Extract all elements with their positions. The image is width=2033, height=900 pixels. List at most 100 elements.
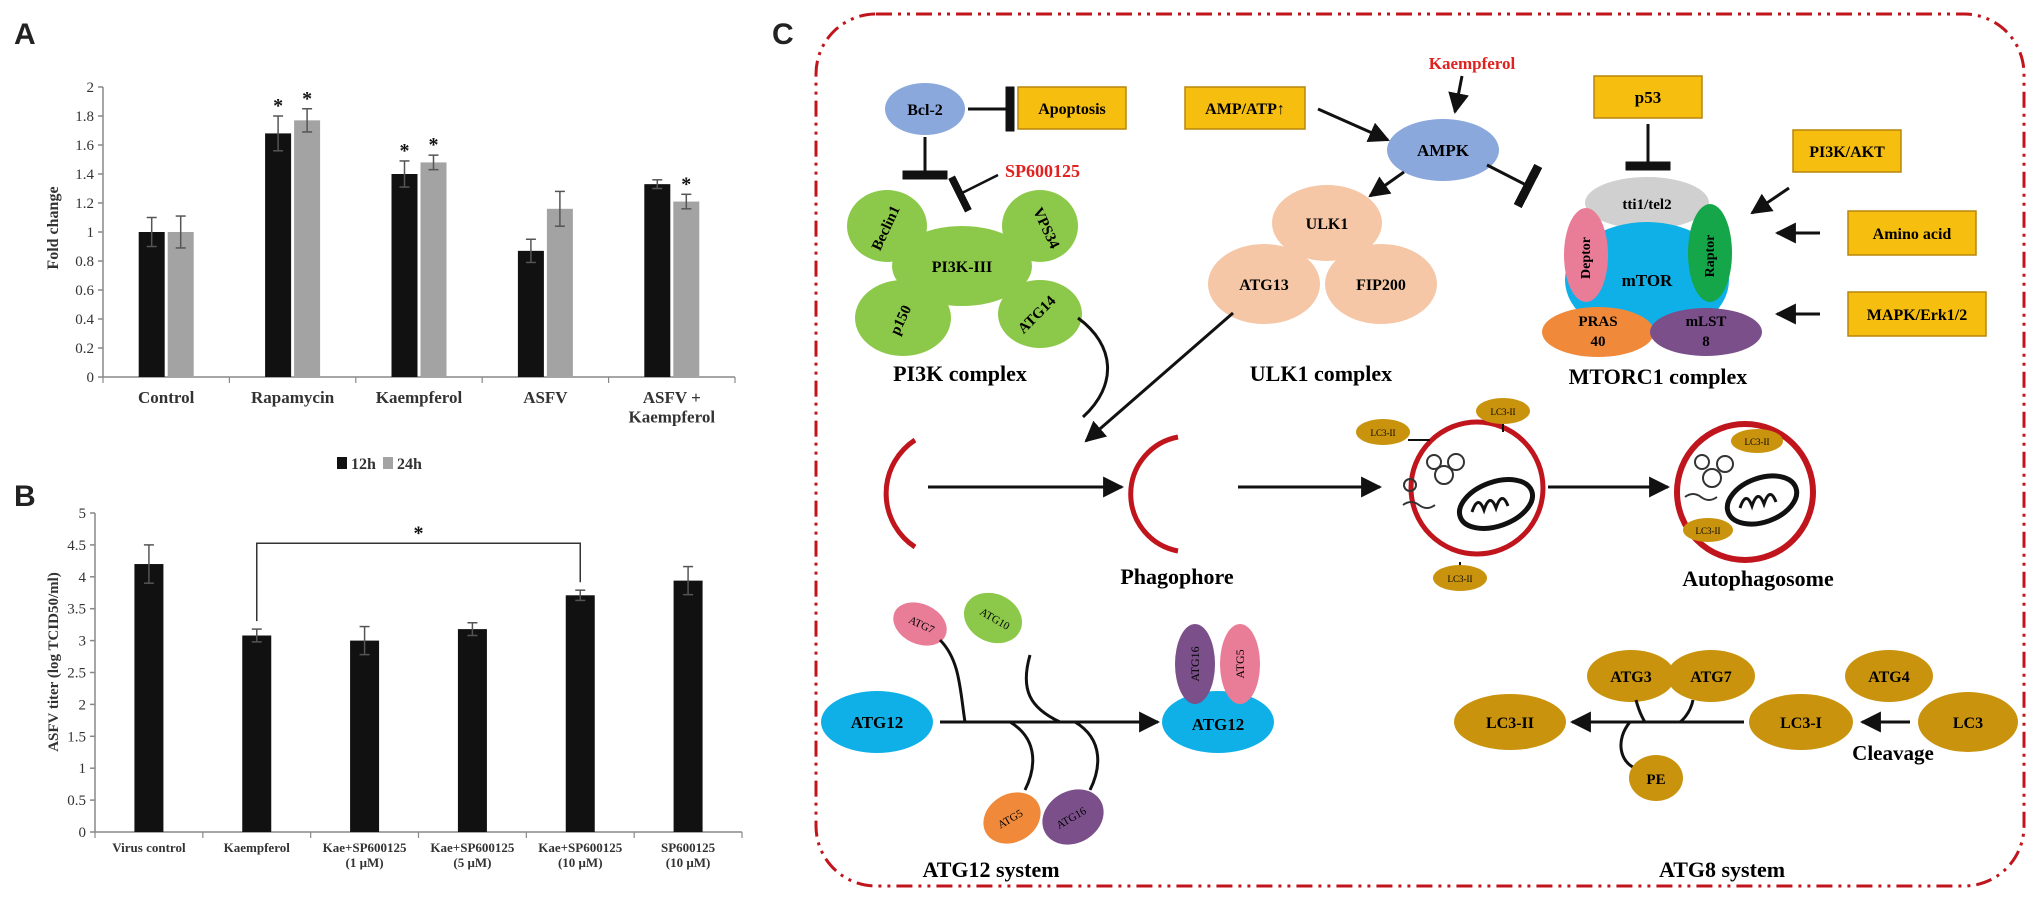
bar <box>673 580 703 832</box>
significance-star: * <box>302 88 312 110</box>
atg7-e1-node <box>1667 650 1755 702</box>
lc3ii-marker-label: LC3-II <box>1745 437 1770 447</box>
bar <box>167 232 194 377</box>
apoptosis-label: Apoptosis <box>1038 101 1106 118</box>
lc3ii-marker-label: LC3-II <box>1696 526 1721 536</box>
y-tick-label: 0.8 <box>75 254 94 270</box>
phagophore-label: Phagophore <box>1120 564 1234 589</box>
amino-acid-box <box>1847 210 1977 256</box>
significance-star: * <box>681 173 691 195</box>
y-tick-label: 1 <box>87 225 95 241</box>
bar <box>294 120 321 377</box>
ulk1-to-phagophore-arrow <box>1084 311 1234 443</box>
y-tick-label: 4.5 <box>67 538 86 554</box>
chart-b-ylabel: ASFV titer (log TCID50/ml) <box>46 572 62 752</box>
diagram-border <box>814 12 2026 888</box>
x-tick-label: Kaempferol <box>224 840 291 855</box>
lc3ii-marker-label: LC3-II <box>1491 407 1516 417</box>
lc3-node <box>1918 692 2018 752</box>
lc3ii-product-label: LC3-II <box>1486 715 1534 732</box>
atg12-substrate-label: ATG12 <box>851 713 904 732</box>
atg5-conjugate-label: ATG5 <box>1233 649 1247 678</box>
cleavage-label: Cleavage <box>1852 741 1934 765</box>
x-tick-label: Rapamycin <box>251 388 335 407</box>
atg5-node <box>983 792 1041 844</box>
pras40-node <box>1542 307 1654 357</box>
pras40-label-2: 40 <box>1591 334 1606 350</box>
atg7-e1-label: ATG7 <box>1690 669 1731 686</box>
mapk-box <box>1847 291 1987 337</box>
atg12-system-label: ATG12 system <box>922 857 1059 882</box>
atg14-node <box>998 280 1082 348</box>
fip200-label: FIP200 <box>1356 277 1406 294</box>
phagophore-membrane <box>1128 434 1179 554</box>
atg3-label: ATG3 <box>1610 669 1651 686</box>
pi3k-iii-node <box>892 226 1032 306</box>
bar <box>138 232 165 377</box>
apoptosis-box <box>1017 86 1127 130</box>
chart-b-bars: * <box>134 522 703 832</box>
y-tick-label: 1.5 <box>67 729 86 745</box>
y-tick-label: 0.4 <box>75 312 94 328</box>
ulk1-complex-label: ULK1 complex <box>1250 361 1392 386</box>
x-tick-label: Kae+SP600125(10 μM) <box>538 840 622 870</box>
bar <box>350 640 380 832</box>
atg3-node <box>1587 650 1675 702</box>
bar <box>673 201 700 377</box>
autophagosome-label: Autophagosome <box>1682 566 1834 591</box>
y-tick-label: 1.8 <box>75 109 94 125</box>
vps34-node <box>1002 190 1078 262</box>
significance-star: * <box>400 140 410 162</box>
y-tick-label: 1.4 <box>75 167 94 183</box>
pi3k-iii-label: PI3K-III <box>932 259 992 276</box>
amp-atp-box <box>1184 86 1306 130</box>
y-tick-label: 3 <box>79 634 87 650</box>
bar <box>565 595 595 832</box>
y-tick-label: 0.5 <box>67 793 86 809</box>
y-tick-label: 5 <box>79 506 87 522</box>
significance-star: * <box>273 95 283 117</box>
sp600125-label: SP600125 <box>1005 161 1080 181</box>
deptor-label: Deptor <box>1579 237 1594 279</box>
x-tick-label: ASFV <box>523 388 568 407</box>
amino-acid-label: Amino acid <box>1873 226 1952 243</box>
ulk1-node <box>1272 185 1382 261</box>
atg12-system: ATG7 ATG10 ATG12 ATG5 ATG16 ATG12 ATG16 … <box>821 592 1274 845</box>
tti1-tel2-label: tti1/tel2 <box>1622 197 1671 213</box>
lc3i-node <box>1749 694 1853 750</box>
lc3i-label: LC3-I <box>1780 715 1822 732</box>
lc3-ii-markers-forming: LC3-II LC3-II LC3-II <box>1356 398 1530 591</box>
atg10-node <box>963 592 1023 644</box>
x-tick-label: Virus control <box>112 840 186 855</box>
ulk1-label: ULK1 <box>1306 216 1349 233</box>
significance-star: * <box>414 522 424 544</box>
x-tick-label: Kae+SP600125(1 μM) <box>323 840 407 870</box>
pras40-label-1: PRAS <box>1578 314 1617 330</box>
chart-a-ylabel: Fold change <box>45 186 62 269</box>
pi3k-complex: Beclin1 VPS34 p150 ATG14 PI3K-III <box>847 190 1082 356</box>
pi3k-akt-box <box>1792 129 1902 173</box>
isolation-membrane <box>883 437 917 550</box>
atg13-label: ATG13 <box>1239 277 1288 294</box>
chart-a-bars: ***** <box>138 88 700 377</box>
x-tick-label: Kae+SP600125(5 μM) <box>430 840 514 870</box>
forming-autophagosome <box>1402 419 1546 566</box>
bar <box>265 133 292 377</box>
y-tick-label: 1.6 <box>75 138 94 154</box>
panel-label-a: A <box>14 18 36 51</box>
atg7-node <box>893 602 947 646</box>
lc3ii-product-node <box>1454 694 1566 750</box>
y-tick-label: 3.5 <box>67 602 86 618</box>
bar <box>134 564 164 832</box>
pi3k-complex-label: PI3K complex <box>893 361 1027 386</box>
atg8-system-label: ATG8 system <box>1659 857 1785 882</box>
atg12-conjugate-label: ATG12 <box>1192 715 1245 734</box>
y-tick-label: 0 <box>87 370 95 386</box>
atg12-conjugate-node <box>1162 691 1274 753</box>
y-tick-label: 1 <box>79 761 87 777</box>
atg16-node <box>1042 789 1104 845</box>
y-tick-label: 2 <box>79 697 87 713</box>
fip200-node <box>1325 244 1437 324</box>
